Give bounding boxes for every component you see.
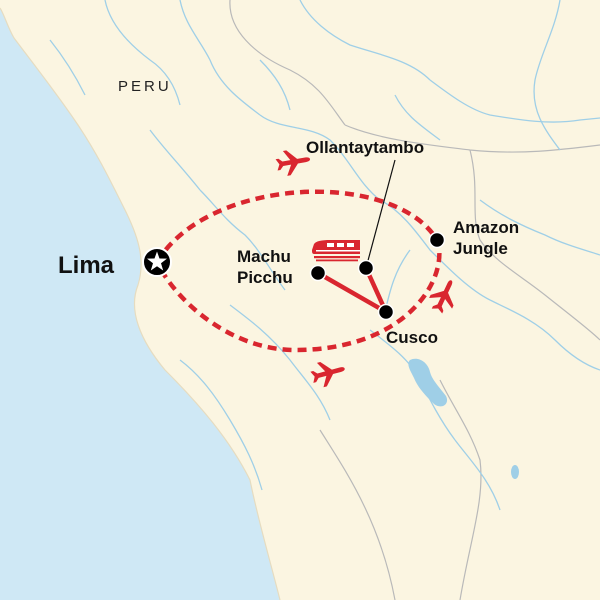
label-lima: Lima: [58, 252, 115, 279]
train-icon: [312, 240, 360, 262]
city-marker-amazon-jungle: [428, 231, 446, 249]
ollantaytambo-leader-line: [365, 159, 396, 269]
city-marker-ollantaytambo: [357, 259, 375, 277]
flight-icon: [310, 361, 345, 388]
dashed-route-loop: [154, 189, 442, 353]
city-marker-machu-picchu: [309, 264, 327, 282]
country-label: PERU: [118, 78, 172, 95]
label-machu-picchu-line2: Picchu: [237, 268, 293, 287]
label-amazon-line1: Amazon: [453, 218, 519, 237]
label-ollantaytambo: Ollantaytambo: [306, 138, 424, 157]
label-machu-picchu-line1: Machu: [237, 247, 291, 266]
lakes: [408, 358, 519, 479]
label-amazon-line2: Jungle: [453, 239, 508, 258]
coastline: [0, 7, 281, 600]
label-cusco: Cusco: [386, 328, 438, 347]
start-star-icon: [142, 247, 172, 277]
flight-icon: [275, 150, 310, 176]
country-borders: [229, 0, 600, 600]
city-marker-cusco: [377, 303, 395, 321]
flight-icon: [429, 280, 454, 314]
